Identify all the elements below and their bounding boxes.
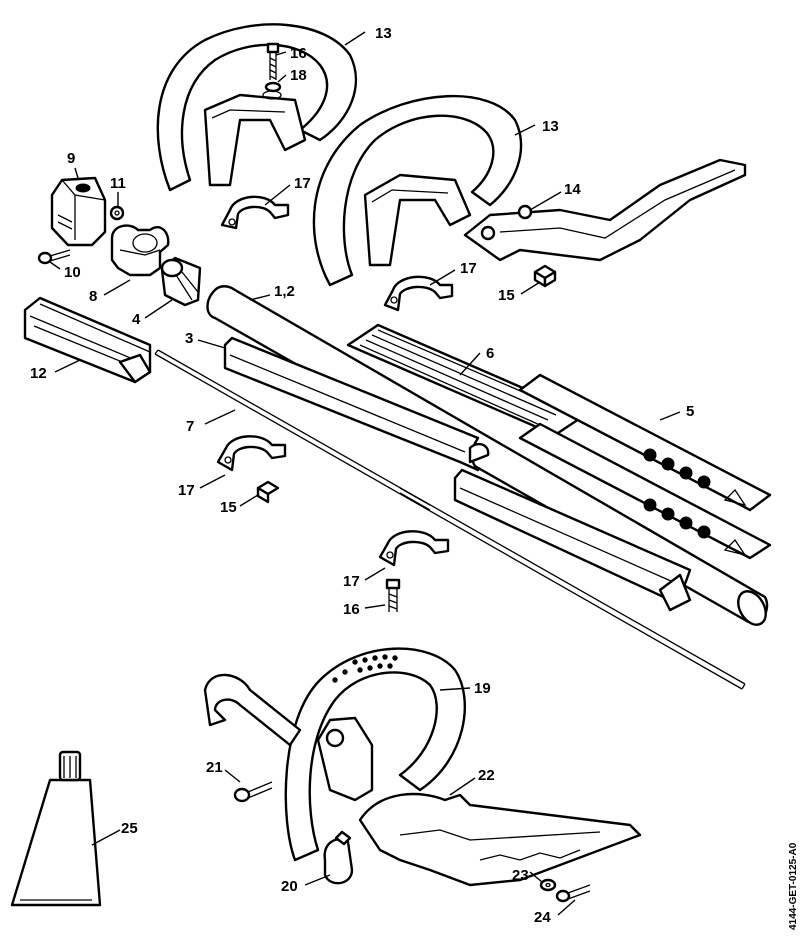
barrier-bar-22	[358, 792, 642, 887]
square-nut-15-right	[533, 264, 557, 288]
callout-1-2: 1,2	[274, 283, 295, 300]
callout-13-upper: 13	[375, 25, 392, 42]
callout-16-lower: 16	[343, 601, 360, 618]
callout-24: 24	[534, 909, 551, 926]
callout-23: 23	[512, 867, 529, 884]
callout-16-upper: 16	[290, 45, 307, 62]
callout-21: 21	[206, 759, 223, 776]
clamp-20	[323, 830, 354, 885]
callout-8: 8	[89, 288, 97, 305]
screw-10	[37, 249, 71, 265]
callout-22: 22	[478, 767, 495, 784]
drawing-code: 4144-GET-0125-A0	[788, 842, 799, 930]
callout-3: 3	[185, 330, 193, 347]
clamp-17-a	[220, 195, 290, 230]
callouts: 13 16 18 13 9 11 17 14 10 8 17 1,2 15 4 …	[30, 25, 694, 926]
clamp-housing-9	[50, 176, 107, 247]
callout-17-c: 17	[178, 482, 195, 499]
sleeve-12	[23, 296, 152, 384]
label-5-b	[518, 422, 772, 560]
callout-15-right: 15	[498, 287, 515, 304]
callout-19: 19	[474, 680, 491, 697]
callout-17-b: 17	[460, 260, 477, 277]
leader-lines	[49, 31, 681, 916]
callout-20: 20	[281, 878, 298, 895]
washer-18	[264, 81, 282, 93]
screw-16-top	[266, 42, 280, 80]
clamp-17-c	[216, 435, 287, 472]
clamp-17-d	[378, 530, 450, 567]
callout-12: 12	[30, 365, 47, 382]
callout-17-d: 17	[343, 573, 360, 590]
screw-24	[555, 884, 591, 903]
callout-25: 25	[121, 820, 138, 837]
callout-6: 6	[486, 345, 494, 362]
handle-support-14	[463, 158, 747, 262]
callout-11: 11	[110, 175, 126, 192]
callout-17-a: 17	[294, 175, 311, 192]
grease-tube-25	[10, 750, 102, 907]
callout-5: 5	[686, 403, 694, 420]
liner-3	[223, 336, 692, 612]
screw-16-lower	[385, 578, 401, 612]
screw-21	[233, 781, 273, 803]
clamp-8	[110, 224, 170, 277]
washer-23	[539, 878, 557, 892]
square-nut-15-left	[256, 480, 280, 504]
clamp-17-b	[383, 275, 454, 312]
label-5-a	[518, 373, 772, 512]
callout-9: 9	[67, 150, 75, 167]
drive-shaft-7	[154, 349, 746, 690]
sleeve-4	[160, 256, 202, 307]
callout-15-left: 15	[220, 499, 237, 516]
callout-10: 10	[64, 264, 81, 281]
callout-4: 4	[132, 311, 141, 328]
loop-handle-19	[203, 647, 466, 862]
callout-14: 14	[564, 181, 581, 198]
callout-18: 18	[290, 67, 307, 84]
callout-13-lower: 13	[542, 118, 559, 135]
loop-handle-lower	[312, 95, 523, 287]
callout-7: 7	[186, 418, 194, 435]
nut-11	[109, 205, 125, 221]
